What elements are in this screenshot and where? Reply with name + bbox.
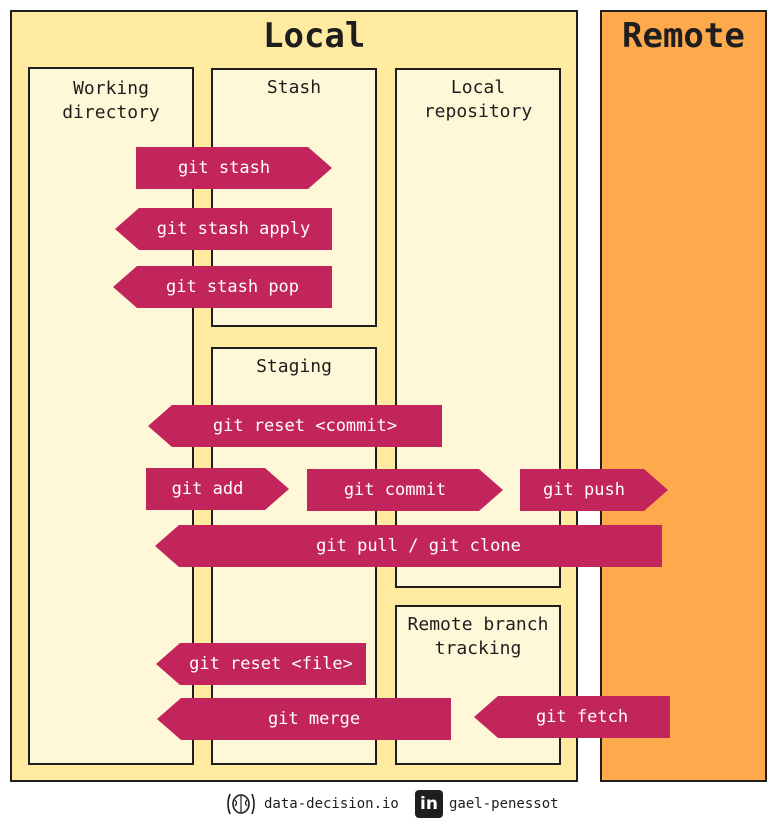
git-stash-pop-arrow: git stash pop <box>113 266 332 308</box>
git-reset-commit-arrow: git reset <commit> <box>148 405 442 447</box>
local-repository-label: Local repository <box>423 77 533 122</box>
remote-branch-tracking-box: Remote branch tracking <box>395 605 561 765</box>
git-push-arrow: git push <box>520 469 668 511</box>
git-fetch-arrow: git fetch <box>474 696 670 738</box>
linkedin-text: gael-penessot <box>449 796 559 812</box>
git-pull-clone-arrow: git pull / git clone <box>155 525 662 567</box>
git-stash-apply-arrow: git stash apply <box>115 208 332 250</box>
footer-site: data-decision.io <box>224 790 399 818</box>
footer-linkedin: in gael-penessot <box>415 790 559 818</box>
git-stash-arrow: git stash <box>136 147 332 189</box>
brain-icon <box>224 790 258 818</box>
remote-branch-tracking-label: Remote branch tracking <box>407 614 549 659</box>
working-directory-label: Working directory <box>62 78 160 123</box>
remote-zone <box>600 10 767 782</box>
git-merge-arrow: git merge <box>157 698 451 740</box>
stash-label: Stash <box>266 77 322 98</box>
remote-title: Remote <box>622 16 745 56</box>
git-commit-arrow: git commit <box>307 469 503 511</box>
git-reset-file-arrow: git reset <file> <box>156 643 366 685</box>
linkedin-icon: in <box>415 790 443 818</box>
site-text: data-decision.io <box>264 796 399 812</box>
staging-label: Staging <box>256 356 332 377</box>
local-title: Local <box>263 16 366 56</box>
git-add-arrow: git add <box>146 468 289 510</box>
